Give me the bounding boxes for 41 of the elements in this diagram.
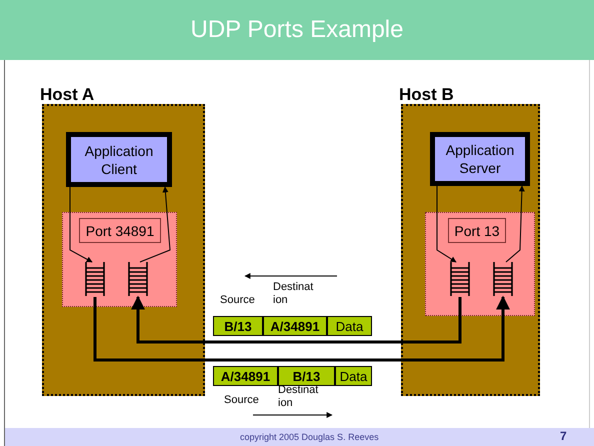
packet-field — [278, 366, 335, 386]
packet-field — [213, 316, 263, 336]
application-name: Application Server — [444, 141, 516, 177]
queue-stack — [493, 262, 513, 297]
queue-stack — [450, 262, 470, 297]
field-value: B/13 — [292, 368, 320, 384]
port-area — [425, 212, 535, 316]
port-number: Port 34891 — [86, 222, 154, 238]
arrow — [506, 185, 525, 262]
arrow — [131, 296, 462, 344]
packet-field — [327, 316, 372, 336]
arrow — [140, 186, 171, 262]
source-label: Source — [224, 394, 260, 407]
destination-label: Destinat ion — [278, 384, 320, 410]
copyright-note: copyright 2005 Douglas S. Reeves — [240, 431, 379, 444]
field-value: Data — [340, 368, 368, 384]
packet-field — [213, 366, 278, 386]
field-value: A/34891 — [270, 318, 320, 334]
title-banner: UDP Ports Example — [0, 0, 594, 60]
field-value: B/13 — [224, 318, 252, 334]
packet-field — [335, 366, 372, 386]
field-value: A/34891 — [220, 368, 270, 384]
port-label-box — [79, 218, 161, 243]
page-number: 7 — [560, 429, 567, 444]
application-name: Application Client — [84, 142, 154, 178]
destination-label: Destinat ion — [273, 281, 314, 307]
queue-stack — [128, 262, 148, 297]
port-area — [62, 212, 177, 307]
arrow — [94, 296, 510, 362]
packet-field — [263, 316, 327, 336]
host-heading: Host A — [40, 85, 94, 105]
arrow — [70, 186, 93, 262]
arrow — [436, 186, 456, 262]
queue-stack — [85, 262, 105, 297]
host-heading: Host B — [399, 85, 454, 105]
field-value: Data — [336, 318, 364, 334]
source-label: Source — [220, 294, 256, 307]
port-label-box — [448, 218, 506, 243]
application-box — [430, 132, 530, 186]
application-box — [66, 132, 172, 187]
port-number: Port 13 — [454, 222, 500, 238]
